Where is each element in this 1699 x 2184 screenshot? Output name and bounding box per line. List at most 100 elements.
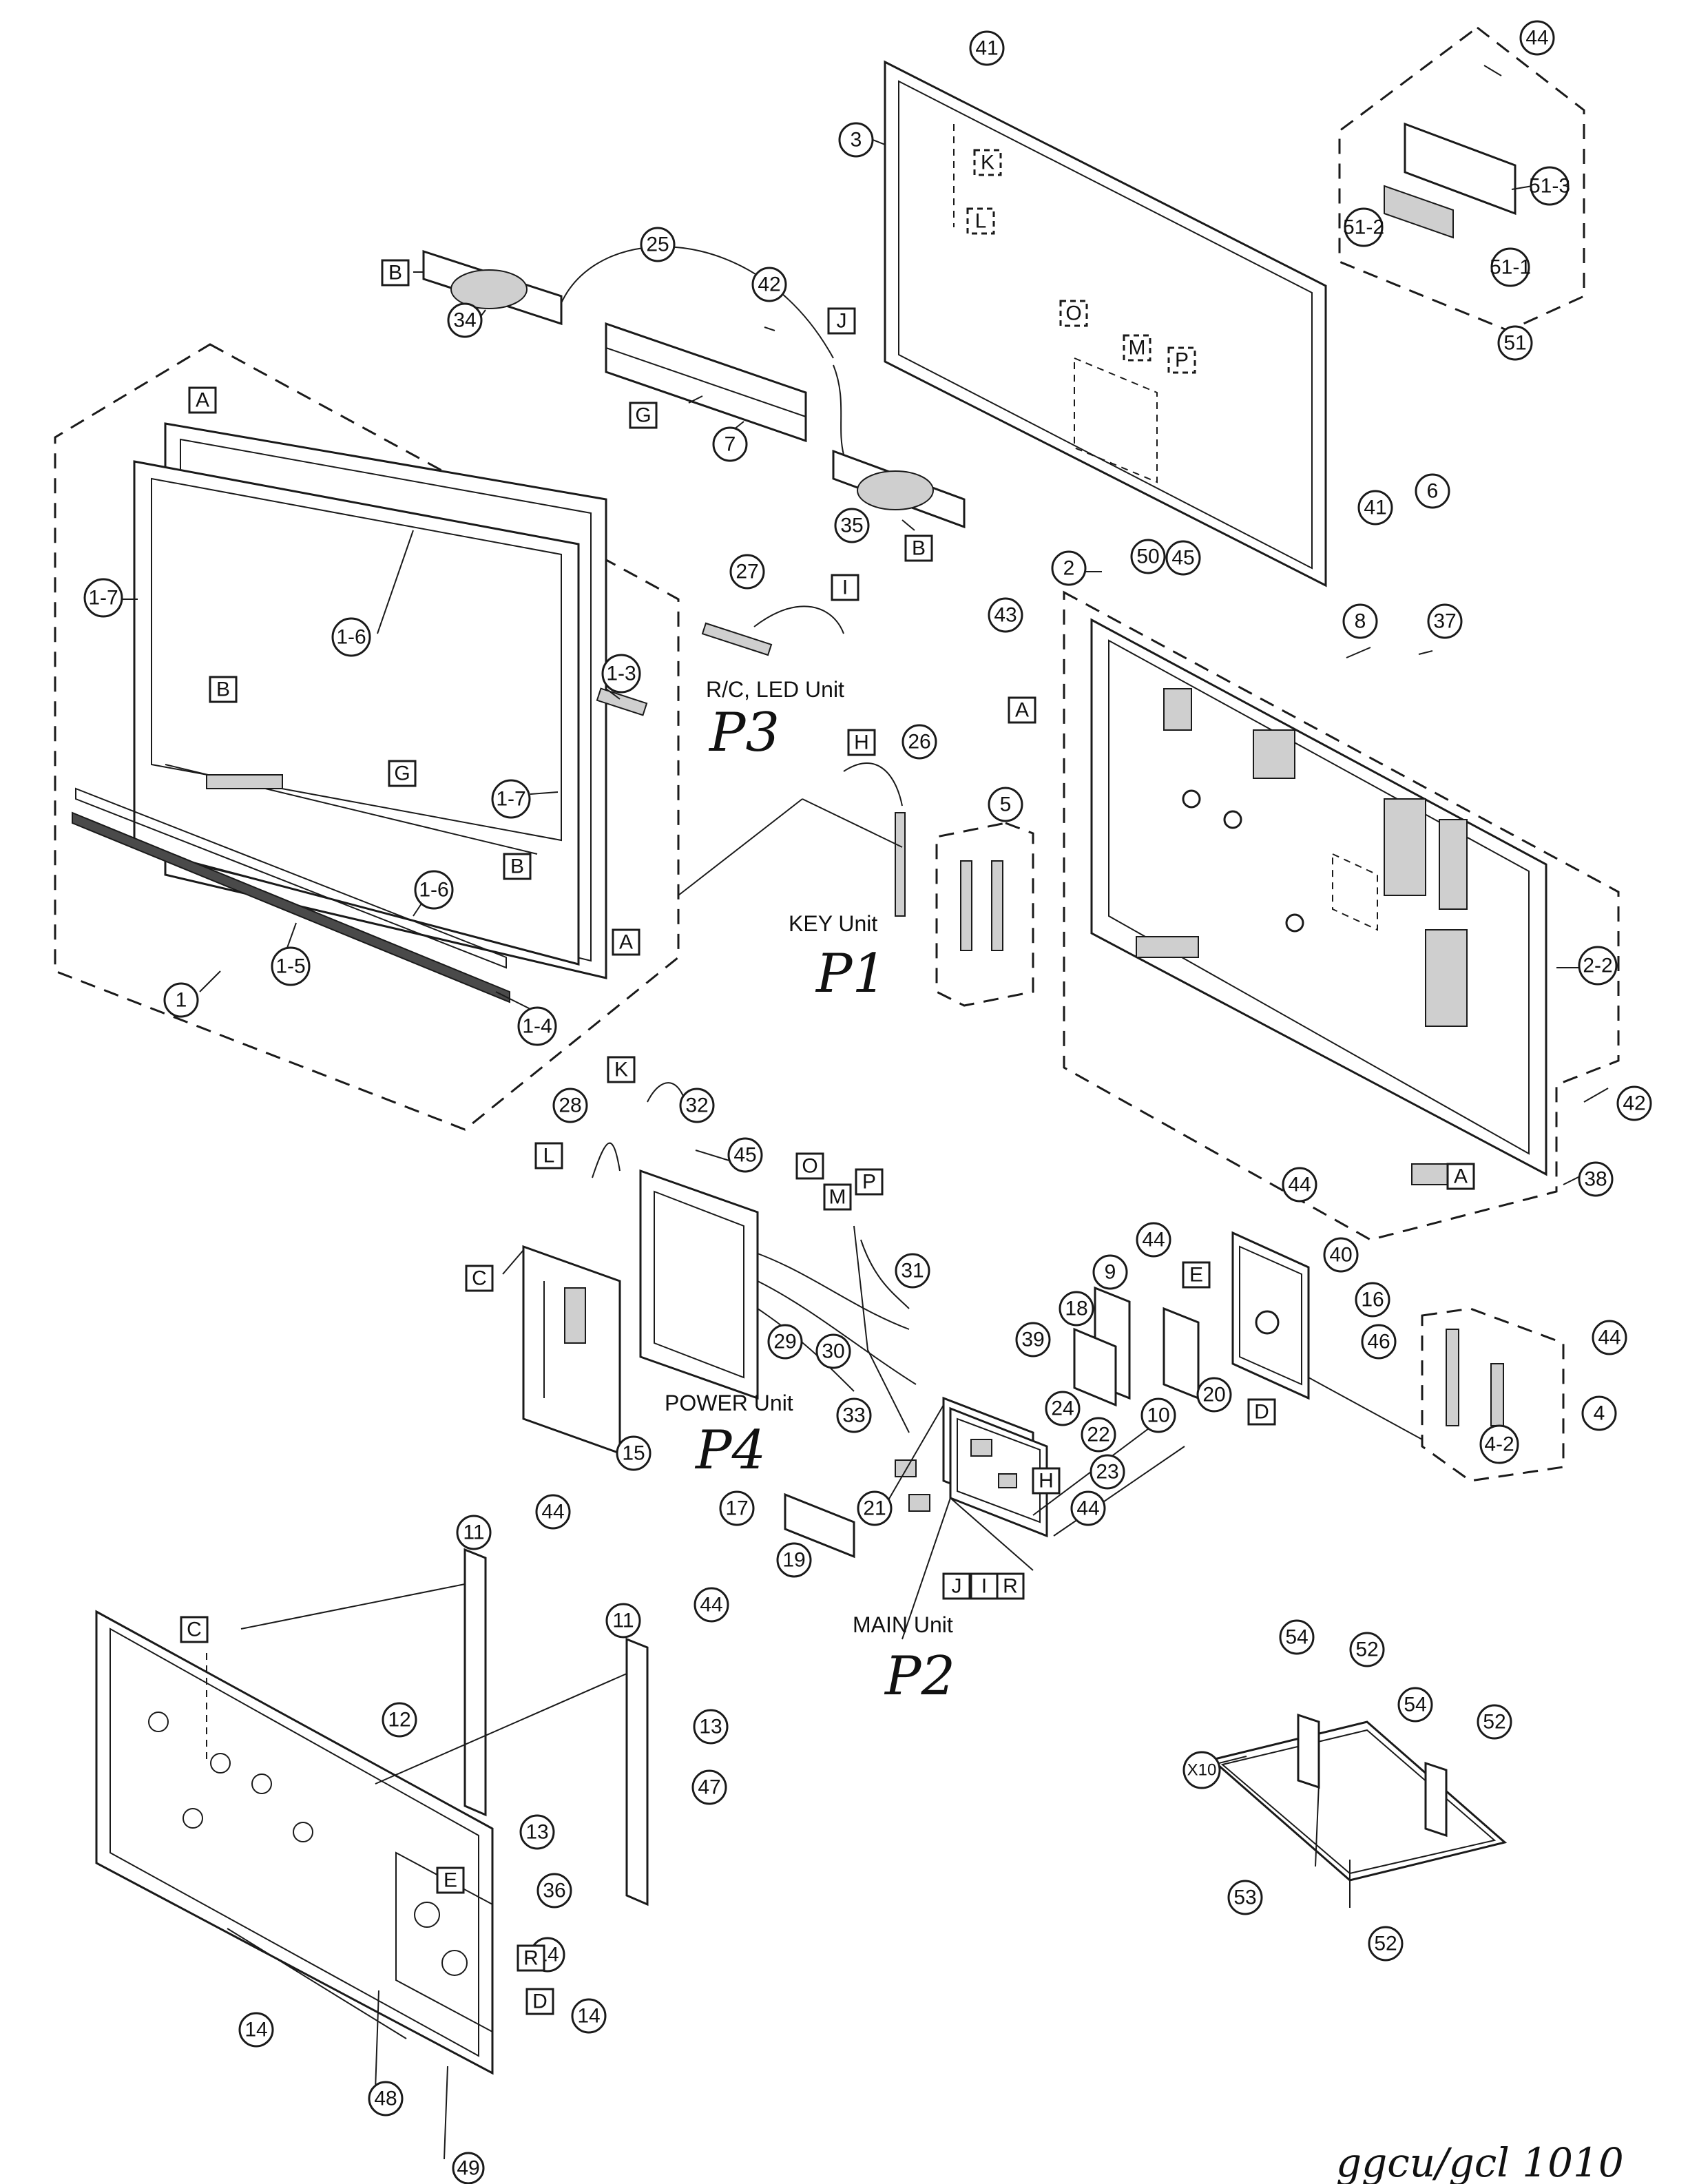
svg-text:A: A bbox=[1454, 1165, 1468, 1188]
ref-B-speaker-right: B bbox=[904, 534, 933, 562]
svg-text:41: 41 bbox=[1364, 497, 1386, 519]
ref-B-bezel-right: B bbox=[503, 853, 532, 880]
callout-53: 53 bbox=[1227, 1880, 1263, 1915]
svg-text:P: P bbox=[1175, 349, 1189, 372]
svg-text:A: A bbox=[619, 931, 633, 954]
svg-text:I: I bbox=[981, 1575, 987, 1598]
group-2-boundary bbox=[1063, 590, 1620, 1241]
stand-post-right bbox=[1424, 1761, 1448, 1838]
svg-text:34: 34 bbox=[453, 309, 476, 332]
speaker-left-cone bbox=[450, 269, 528, 309]
label-main-unit: MAIN Unit bbox=[853, 1612, 953, 1637]
callout-x10: X10 bbox=[1182, 1751, 1221, 1789]
ref-G-bezel: G bbox=[388, 760, 417, 787]
ref-P-power: P bbox=[855, 1168, 884, 1196]
svg-text:38: 38 bbox=[1584, 1168, 1607, 1191]
rear-cover-assembly bbox=[1063, 571, 1620, 1241]
callout-31: 31 bbox=[895, 1253, 930, 1289]
callout-50: 50 bbox=[1130, 539, 1166, 574]
svg-text:C: C bbox=[472, 1267, 487, 1290]
key-unit-group-5 bbox=[935, 822, 1034, 1007]
callout-51: 51 bbox=[1497, 325, 1533, 361]
handwritten-corner: ggcu/gcl 1010 bbox=[1336, 2139, 1624, 2184]
ref-L-power: L bbox=[534, 1142, 563, 1169]
svg-text:1-7: 1-7 bbox=[88, 587, 118, 610]
main-unit-area bbox=[784, 1286, 1200, 1640]
callout-41-top: 41 bbox=[969, 30, 1005, 66]
svg-text:G: G bbox=[635, 404, 651, 427]
rear-cover-inner bbox=[1108, 639, 1530, 1155]
rc-led-board bbox=[701, 622, 773, 656]
lcd-panel-inner bbox=[898, 80, 1313, 570]
svg-text:1-3: 1-3 bbox=[606, 663, 636, 685]
callout-8: 8 bbox=[1342, 603, 1378, 639]
svg-text:E: E bbox=[444, 1869, 457, 1892]
ref-M-panel: M bbox=[1123, 334, 1151, 362]
ref-P-panel: P bbox=[1167, 346, 1196, 374]
callout-24: 24 bbox=[1045, 1391, 1081, 1426]
rc-led-and-key-parts bbox=[678, 605, 906, 917]
stand-post-left bbox=[1297, 1713, 1320, 1789]
svg-text:B: B bbox=[216, 678, 230, 701]
callout-41-bottom: 41 bbox=[1357, 490, 1393, 526]
ref-D-module: D bbox=[1247, 1398, 1276, 1426]
speaker-right-cone bbox=[857, 470, 934, 510]
svg-text:28: 28 bbox=[559, 1094, 581, 1117]
panel-board-area bbox=[1074, 357, 1158, 483]
ref-I-main: I bbox=[970, 1572, 999, 1600]
svg-text:22: 22 bbox=[1087, 1424, 1109, 1446]
svg-text:12: 12 bbox=[388, 1709, 410, 1731]
svg-text:14: 14 bbox=[577, 2005, 600, 2028]
rear-cover-2 bbox=[1090, 618, 1547, 1176]
svg-text:25: 25 bbox=[646, 233, 669, 256]
stand-base bbox=[1209, 1720, 1508, 1882]
callout-17: 17 bbox=[719, 1490, 755, 1526]
ref-A-cover-bottom: A bbox=[1446, 1163, 1475, 1190]
ref-H-key: H bbox=[847, 729, 876, 756]
svg-text:A: A bbox=[196, 389, 209, 412]
callout-2-2: 2-2 bbox=[1578, 946, 1618, 986]
ref-L-panel: L bbox=[966, 207, 995, 235]
ref-A-cover-left: A bbox=[1008, 696, 1036, 724]
callout-16: 16 bbox=[1355, 1282, 1390, 1318]
ref-C-chassis: C bbox=[180, 1616, 209, 1643]
lcd-panel-3 bbox=[867, 60, 1327, 587]
stand-x10 bbox=[1209, 1713, 1508, 1908]
svg-text:I: I bbox=[842, 576, 848, 599]
svg-text:E: E bbox=[1189, 1264, 1203, 1287]
callout-44-top-module: 44 bbox=[1282, 1167, 1317, 1203]
svg-text:M: M bbox=[1129, 337, 1146, 360]
handwritten-p3: P3 bbox=[708, 702, 780, 764]
svg-text:50: 50 bbox=[1136, 545, 1159, 568]
svg-text:51-3: 51-3 bbox=[1529, 175, 1570, 198]
callout-7: 7 bbox=[712, 426, 748, 462]
callout-33: 33 bbox=[836, 1397, 872, 1433]
svg-text:20: 20 bbox=[1202, 1384, 1225, 1406]
callout-52-bottom: 52 bbox=[1368, 1926, 1404, 1962]
svg-text:47: 47 bbox=[698, 1776, 720, 1799]
callout-44-rail-right: 44 bbox=[694, 1587, 729, 1623]
svg-text:15: 15 bbox=[622, 1442, 645, 1465]
svg-text:16: 16 bbox=[1361, 1289, 1384, 1311]
callout-11-left: 11 bbox=[456, 1515, 492, 1550]
ref-I-rc: I bbox=[831, 574, 859, 601]
svg-text:52: 52 bbox=[1483, 1711, 1505, 1734]
bezel-logo bbox=[206, 774, 283, 789]
svg-text:43: 43 bbox=[994, 604, 1017, 627]
svg-text:42: 42 bbox=[1623, 1092, 1645, 1115]
svg-text:53: 53 bbox=[1233, 1886, 1256, 1909]
callout-54-right: 54 bbox=[1397, 1687, 1433, 1723]
callout-26: 26 bbox=[901, 724, 937, 760]
label-key-unit: KEY Unit bbox=[789, 911, 877, 936]
svg-text:52: 52 bbox=[1355, 1639, 1378, 1661]
svg-text:39: 39 bbox=[1021, 1329, 1044, 1351]
front-bezel-assembly bbox=[54, 343, 680, 1131]
bracket-15 bbox=[522, 1245, 621, 1455]
svg-text:R: R bbox=[1003, 1575, 1018, 1598]
svg-text:19: 19 bbox=[782, 1549, 805, 1572]
power-unit-area bbox=[502, 1082, 917, 1455]
svg-text:1-7: 1-7 bbox=[496, 788, 525, 811]
svg-text:23: 23 bbox=[1096, 1461, 1118, 1484]
ref-J-speaker: J bbox=[827, 307, 856, 335]
